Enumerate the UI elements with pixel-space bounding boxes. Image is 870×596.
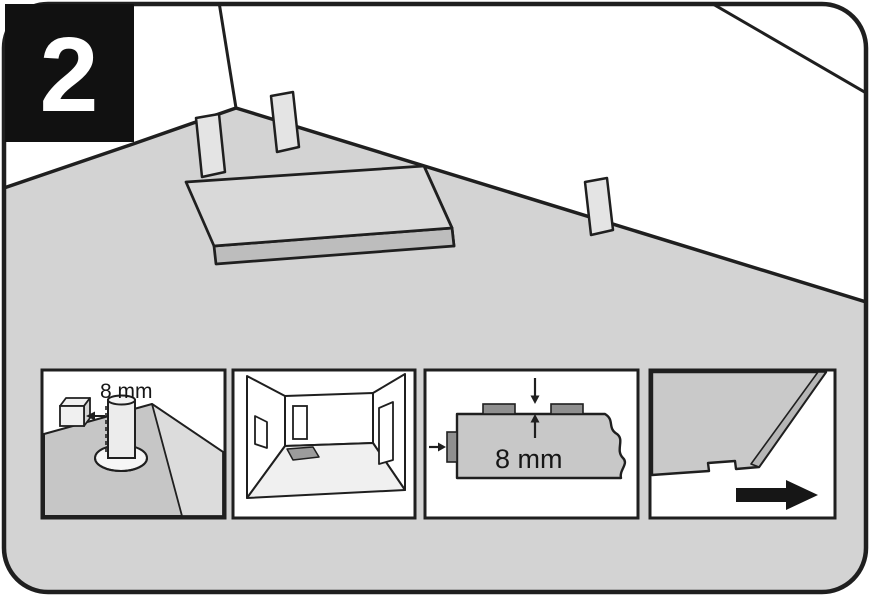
gap-measure-arrow-down-icon: [530, 378, 540, 404]
room-right-doorway: [378, 401, 394, 465]
spacer-wedge-1: [194, 112, 227, 179]
panel-plank-direction: [648, 368, 837, 520]
gap-measure-arrow-up-icon: [530, 414, 540, 438]
pipe-gap-label: 8 mm: [100, 380, 153, 403]
gap-arrow-right-head: [438, 442, 446, 452]
gap-arrow-head-left: [86, 411, 95, 421]
gap-arrow-up-head: [530, 414, 540, 423]
gap-measure-arrow-right-icon: [429, 442, 446, 452]
spacer-wedge-2: [269, 90, 301, 154]
wall-corner-line-right: [705, 4, 866, 96]
room-floor: [246, 442, 406, 499]
panel-gap-detail: 8 mm: [423, 368, 640, 520]
wall-corner-line-left: [217, 4, 238, 109]
step-number-background: [5, 4, 134, 142]
plank-top-view: [455, 412, 627, 480]
spacer-block-front: [59, 405, 85, 427]
wall-spacer-top-left: [482, 403, 516, 415]
direction-arrow-right-icon: [736, 480, 818, 510]
plank-top-face: [184, 164, 454, 248]
gap-measure-arrow-icon: [86, 411, 105, 421]
panel-pipe-detail: 8 mm: [40, 368, 227, 520]
pipe-hole-front-edge: [94, 457, 148, 472]
starting-plank: [286, 446, 320, 461]
plank-surface-facet: [151, 403, 224, 517]
spacer-block: [59, 397, 91, 427]
wall-floor-boundary: [4, 106, 866, 304]
gap-arrow-down-head: [530, 395, 540, 404]
room-back-window: [292, 405, 308, 440]
plank-end-edge: [750, 371, 827, 468]
step-number-box: 2: [5, 4, 134, 142]
first-plank: [184, 164, 456, 266]
pipe: [107, 399, 136, 459]
wall-spacer-side: [446, 431, 458, 463]
wall-gap-label: 8 mm: [495, 444, 563, 474]
step-number: 2: [40, 16, 99, 134]
spacer-wedge-3: [583, 176, 615, 237]
panel-room-overview: [231, 368, 417, 520]
wall-spacer-top-right: [550, 403, 584, 415]
pipe-top: [107, 394, 136, 406]
room-left-window: [254, 415, 268, 449]
